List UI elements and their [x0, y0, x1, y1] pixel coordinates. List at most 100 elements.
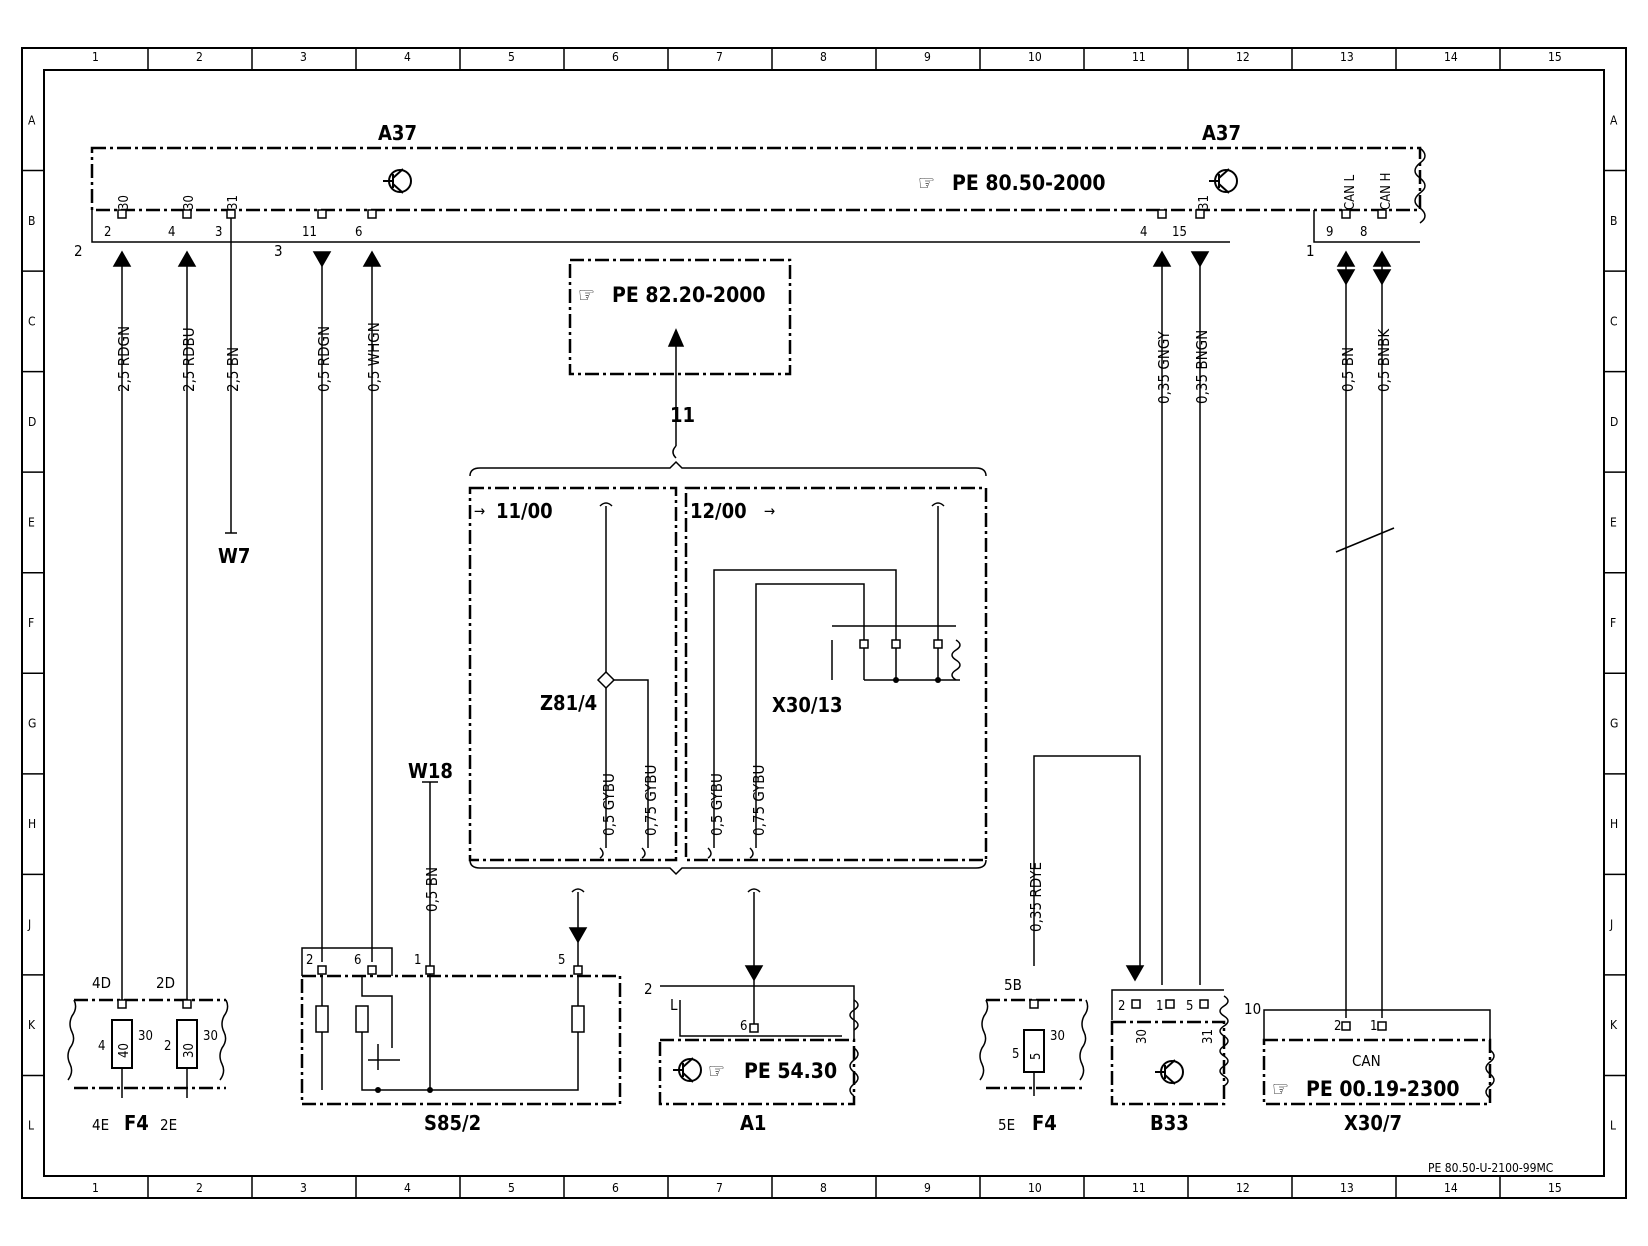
wire-label: 0,75 GYBU: [642, 765, 660, 836]
wire-label: 2,5 RDGN: [115, 326, 133, 392]
pin-5: 5: [1012, 1047, 1019, 1062]
connector-pin: [317, 965, 327, 975]
column-label: 1: [92, 1181, 99, 1195]
pin-marks: [117, 209, 1387, 1033]
wire-label: 0,5 GYBU: [600, 773, 618, 836]
pin-5: 5: [558, 953, 565, 968]
row-label: J: [27, 918, 31, 932]
transistor-icon: [383, 168, 412, 194]
a37-right-label: A37: [1202, 121, 1241, 145]
column-label: 15: [1548, 1181, 1562, 1195]
column-label: 2: [196, 50, 203, 64]
pin-30: 30: [1135, 1029, 1150, 1044]
connector-pin: [891, 639, 901, 649]
row-label: C: [28, 314, 36, 328]
pin-1: 1: [414, 953, 421, 968]
arrows: [112, 250, 1392, 982]
connector-pin: [1195, 209, 1205, 219]
pin-2: 2: [644, 980, 653, 998]
pin-6: 6: [740, 1019, 747, 1034]
wire-label: 0,5 BN: [423, 867, 441, 912]
pin-l: L: [670, 996, 678, 1014]
a1-reference: PE 54.30: [744, 1059, 837, 1083]
wire-label: 0,35 BNGN: [1193, 330, 1211, 404]
pin-5e: 5E: [998, 1116, 1015, 1134]
column-label: 10: [1028, 50, 1042, 64]
wire-label: 0,5 BN: [1339, 347, 1357, 392]
column-label: 5: [508, 50, 515, 64]
b33-label: B33: [1150, 1111, 1189, 1135]
row-label: A: [1610, 113, 1618, 127]
pin-1: 1: [1370, 1019, 1377, 1034]
pin-31: 31: [1201, 1029, 1216, 1044]
hand-pointer-icon: ☞: [578, 283, 595, 307]
variant-block: → 11/00 12/00 → Z81/4 X30: [468, 460, 988, 1030]
fuse-box-left: 4D 2D 4 40 30 2 30 30 4E 2E F4: [67, 974, 229, 1135]
pin-31: 31: [226, 195, 241, 210]
pin-30: 30: [182, 195, 197, 210]
pin-4d: 4D: [92, 974, 111, 992]
wire-label: 0,35 RDYE: [1027, 862, 1045, 932]
s85-switch: 2 6 1 5 S85/2: [300, 947, 622, 1135]
column-label: 9: [924, 1181, 931, 1195]
a37-module: A37 A37 ☞ PE 80.50-2000 30 30 31 31 CAN …: [74, 121, 1426, 260]
pin-30: 30: [138, 1029, 153, 1044]
can-label: CAN: [1352, 1052, 1381, 1070]
connector-pin: [367, 209, 377, 219]
connector-pin: [226, 209, 236, 219]
plug-2: 2: [74, 242, 83, 260]
pin-can-h: CAN H: [1379, 173, 1394, 210]
f4-right-label: F4: [1032, 1111, 1057, 1135]
row-label: E: [28, 515, 35, 529]
row-label: F: [28, 616, 34, 630]
column-label: 13: [1340, 50, 1354, 64]
a1-label: A1: [740, 1111, 766, 1135]
column-label: 13: [1340, 1181, 1354, 1195]
column-label: 3: [300, 50, 307, 64]
x30-7-connector: 10 2 1 CAN ☞ PE 00.19-2300 X30/7: [1244, 1000, 1495, 1135]
pin-can-l: CAN L: [1343, 174, 1358, 210]
connector-pin: [573, 965, 583, 975]
column-label: 9: [924, 50, 931, 64]
pin-2: 2: [1334, 1019, 1341, 1034]
column-label: 4: [404, 1181, 411, 1195]
pin-9: 9: [1326, 225, 1333, 240]
wire-label: 2,5 RDBU: [180, 327, 198, 392]
pin-2: 2: [306, 953, 313, 968]
connector-pin: [182, 209, 192, 219]
row-label: C: [1610, 314, 1618, 328]
plug-1: 1: [1306, 242, 1315, 260]
column-label: 12: [1236, 50, 1250, 64]
connector-pin: [1029, 999, 1039, 1009]
reference-box: ☞ PE 82.20-2000 11: [568, 258, 792, 459]
connector-pin: [1341, 209, 1351, 219]
connector-pin: [859, 639, 869, 649]
row-label: G: [1610, 717, 1618, 731]
pin-6: 6: [354, 953, 361, 968]
connector-pin: [1157, 209, 1167, 219]
pin-8: 8: [1360, 225, 1367, 240]
ref-wire-number: 11: [670, 403, 695, 427]
a37-reference: PE 80.50-2000: [952, 171, 1106, 195]
pin-10: 10: [1244, 1000, 1261, 1018]
row-label: H: [28, 817, 36, 831]
column-label: 6: [612, 50, 619, 64]
wire-label: 0,5 WHGN: [365, 322, 383, 392]
connector-pin: [1165, 999, 1175, 1009]
column-label: 10: [1028, 1181, 1042, 1195]
pin-2: 2: [104, 225, 111, 240]
b33-sensor: 2 1 5 30 31 B33: [1110, 989, 1229, 1135]
row-label: D: [1610, 415, 1618, 429]
row-label: D: [28, 415, 36, 429]
row-label: F: [1610, 616, 1616, 630]
s85-label: S85/2: [424, 1111, 481, 1135]
pin-30: 30: [203, 1029, 218, 1044]
column-label: 7: [716, 1181, 723, 1195]
wire-label: 2,5 BN: [224, 347, 242, 392]
row-label: J: [1609, 918, 1613, 932]
connector-pin: [425, 965, 435, 975]
pin-1: 1: [1156, 999, 1163, 1014]
connector-pin: [317, 209, 327, 219]
pin-3: 3: [215, 225, 222, 240]
